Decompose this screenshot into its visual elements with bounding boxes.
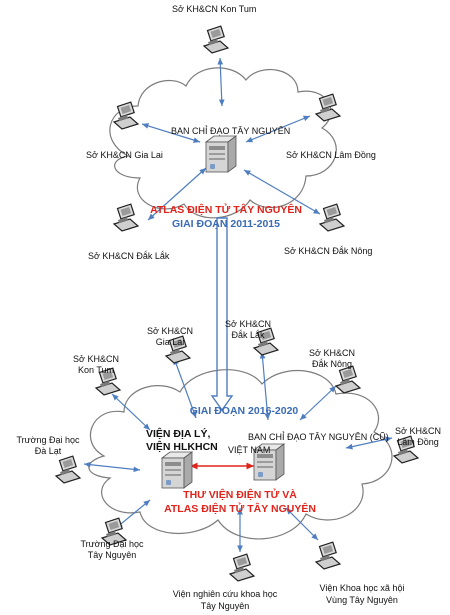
label-vien-dia-ly-1: VIỆN ĐỊA LÝ, <box>146 428 211 440</box>
server-icon <box>205 135 237 173</box>
computer-workstation-icon <box>229 553 255 582</box>
computer-workstation-icon <box>319 203 345 232</box>
label-ban-chi-dao: BAN CHỈ ĐẠO TÂY NGUYÊN <box>171 126 291 136</box>
label-lam-dong-bottom-2: Lâm Đồng <box>397 437 439 447</box>
label-dh-dalat-2: Đà Lạt <box>34 446 62 456</box>
label-dak-nong-top: Sở KH&CN Đắk Nông <box>284 246 373 256</box>
computer-workstation-icon <box>55 455 81 484</box>
label-vien-ncks-1: Viện nghiên cứu khoa học <box>172 589 278 599</box>
computer-workstation-icon <box>335 365 361 394</box>
label-lam-dong-bottom-1: Sở KH&CN <box>395 426 441 436</box>
label-dak-lak-bottom-2: Đắk Lắk <box>231 330 265 340</box>
bottom-arrows <box>83 351 393 552</box>
label-dh-dalat-1: Trường Đại học <box>16 435 80 445</box>
label-kon-tum-bottom-2: Kon Tum <box>77 365 115 375</box>
label-vien-dia-ly-2: VIỆN HLKHCN <box>146 441 218 453</box>
vertical-transfer-arrow <box>210 217 234 412</box>
label-dak-nong-bottom-2: Đắk Nông <box>311 359 353 369</box>
label-dak-nong-bottom-1: Sở KH&CN <box>309 348 355 358</box>
label-atlas-period: GIAI ĐOẠN 2011-2015 <box>172 218 280 230</box>
label-dak-lak-bottom-1: Sở KH&CN <box>225 319 271 329</box>
label-atlas-title: ATLAS ĐIỆN TỬ TÂY NGUYÊN <box>150 204 302 216</box>
computer-workstation-icon <box>113 203 139 232</box>
label-dak-lak-top: Sở KH&CN Đắk Lắk <box>88 251 170 261</box>
top-arrows <box>141 57 321 221</box>
label-vien-khxh-2: Vùng Tây Nguyên <box>326 595 398 605</box>
server-icon <box>161 451 193 489</box>
computer-workstation-icon <box>203 25 229 54</box>
label-gia-lai-bottom-1: Sở KH&CN <box>147 326 193 336</box>
label-viet-nam: VIỆT NAM <box>228 445 271 455</box>
label-kon-tum-top: Sở KH&CN Kon Tum <box>172 4 257 14</box>
label-thu-vien-2: ATLAS ĐIỆN TỬ TÂY NGUYÊN <box>164 503 316 515</box>
label-gia-lai-bottom-2: Gia Lai <box>155 337 185 347</box>
label-phase-2016-2020: GIAI ĐOẠN 2016-2020 <box>189 405 299 417</box>
label-dh-taynguyen-2: Tây Nguyên <box>87 550 137 560</box>
label-ban-chi-dao-cu: BAN CHỈ ĐẠO TÂY NGUYÊN (CŨ) <box>248 432 389 442</box>
computer-workstation-icon <box>315 541 341 570</box>
label-gia-lai-top: Sở KH&CN Gia Lai <box>86 150 163 160</box>
label-lam-dong-top: Sở KH&CN Lâm Đồng <box>286 150 376 160</box>
label-dh-taynguyen-1: Trường Đại học <box>80 539 144 549</box>
label-vien-khxh-1: Viện Khoa học xã hội <box>319 583 405 593</box>
label-vien-ncks-2: Tây Nguyên <box>200 601 250 611</box>
label-kon-tum-bottom-1: Sở KH&CN <box>73 354 119 364</box>
label-thu-vien-1: THƯ VIỆN ĐIỆN TỬ VÀ <box>183 489 297 501</box>
